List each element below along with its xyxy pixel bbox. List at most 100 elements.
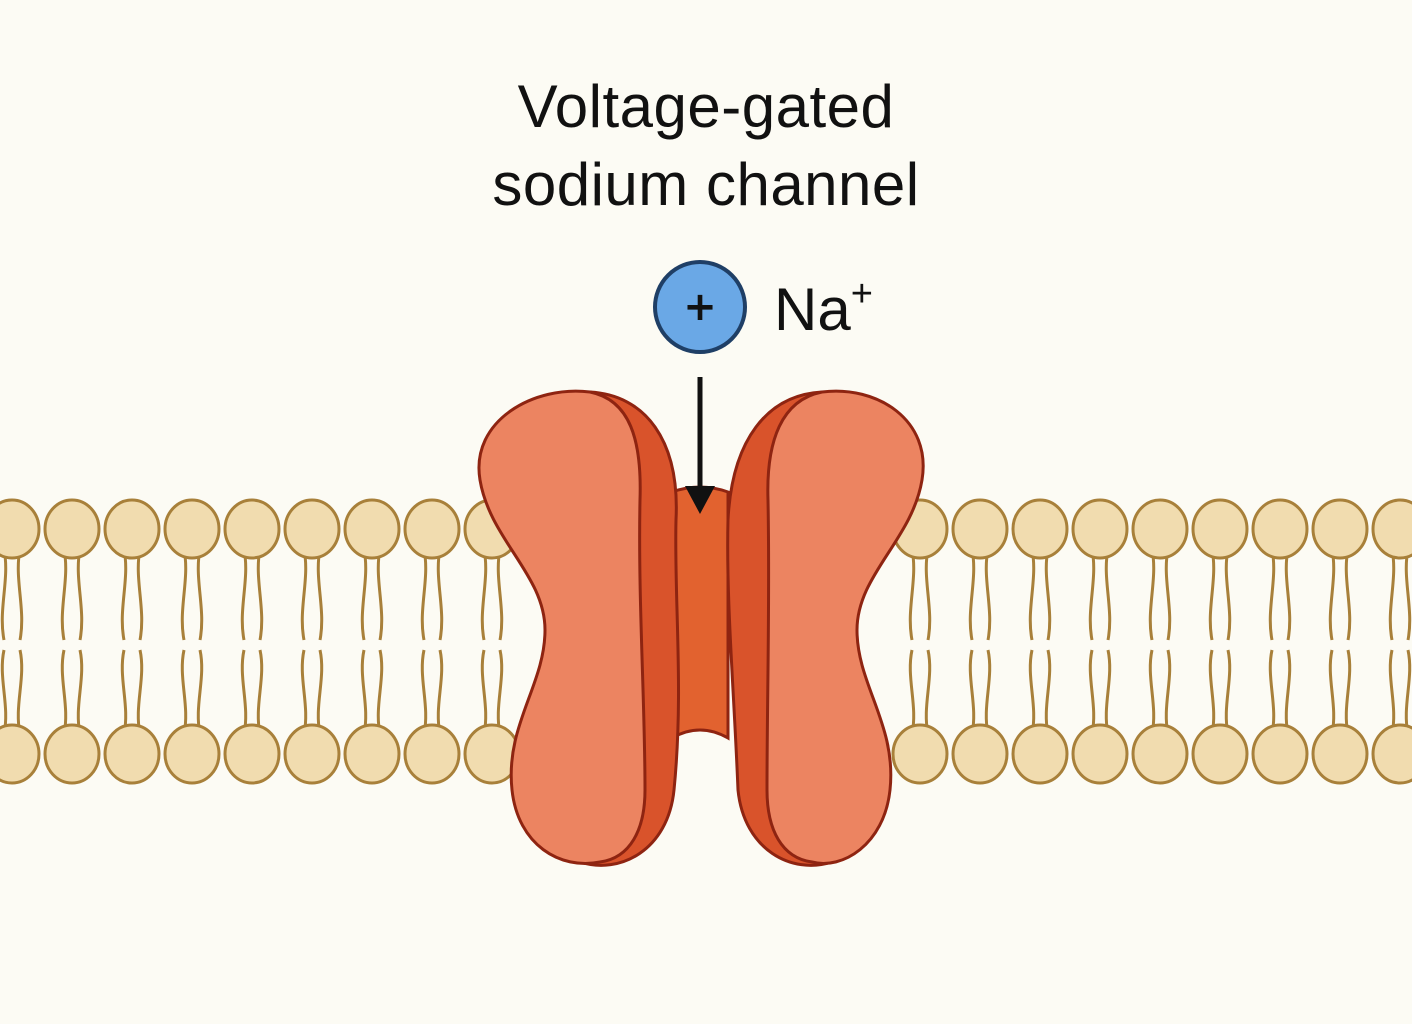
ion-charge-symbol: +: [683, 284, 717, 330]
lipid-tail: [1284, 649, 1292, 735]
lipid-tail: [256, 548, 264, 641]
lipid-heads-outer-leaflet: [0, 498, 1412, 560]
lipid-tail: [1404, 649, 1412, 735]
lipid-tail: [240, 548, 248, 641]
lipid-head: [1371, 498, 1412, 560]
lipid-head: [163, 723, 221, 785]
lipid-tail: [1028, 649, 1036, 735]
lipid-tail: [76, 548, 84, 641]
lipid-tail: [120, 548, 128, 641]
lipid-tail: [984, 548, 992, 641]
channel-left-subunit: [477, 389, 647, 865]
lipid-head: [223, 723, 281, 785]
lipid-head: [1071, 498, 1129, 560]
lipid-tail: [0, 548, 8, 641]
title-line-2: sodium channel: [492, 151, 920, 218]
lipid-tail: [360, 548, 368, 641]
lipid-head: [0, 723, 41, 785]
lipid-tail: [60, 548, 68, 641]
lipid-tail: [1148, 548, 1156, 641]
lipid-head: [43, 723, 101, 785]
lipid-head: [951, 498, 1009, 560]
lipid-tail: [1088, 649, 1096, 735]
lipid-tail: [60, 649, 68, 735]
lipid-tail: [76, 649, 84, 735]
lipid-tail: [316, 548, 324, 641]
lipid-tail: [984, 649, 992, 735]
lipid-tail: [1208, 548, 1216, 641]
lipid-tail: [1164, 548, 1172, 641]
ion-charge: +: [851, 273, 873, 315]
lipid-tail: [316, 649, 324, 735]
lipid-tail: [360, 649, 368, 735]
lipid-head: [283, 498, 341, 560]
lipid-tail: [420, 649, 428, 735]
lipid-tail: [1104, 649, 1112, 735]
lipid-head: [1371, 723, 1412, 785]
lipid-head: [103, 498, 161, 560]
ion-flow-arrow: [685, 377, 715, 514]
lipid-head: [1251, 498, 1309, 560]
lipid-head: [0, 498, 41, 560]
lipid-bilayer: [0, 498, 1412, 785]
lipid-head: [1191, 498, 1249, 560]
lipid-tail: [120, 649, 128, 735]
lipid-head: [343, 498, 401, 560]
lipid-head: [223, 498, 281, 560]
title-line-1: Voltage-gated: [517, 73, 895, 140]
lipid-tail: [496, 649, 504, 735]
lipid-tail: [436, 649, 444, 735]
lipid-head: [103, 723, 161, 785]
channel-right-subunit: [765, 389, 925, 865]
lipid-tail: [376, 649, 384, 735]
lipid-tail: [496, 548, 504, 641]
lipid-tail: [300, 649, 308, 735]
lipid-tail: [1284, 548, 1292, 641]
lipid-tail: [16, 548, 24, 641]
lipid-tail: [1088, 548, 1096, 641]
lipid-head: [1191, 723, 1249, 785]
lipid-head: [1131, 498, 1189, 560]
lipid-head: [1251, 723, 1309, 785]
lipid-tail: [1208, 649, 1216, 735]
lipid-tail: [1344, 649, 1352, 735]
lipid-tail: [180, 548, 188, 641]
lipid-head: [1311, 498, 1369, 560]
lipid-head: [283, 723, 341, 785]
lipid-tail: [16, 649, 24, 735]
sodium-ion-circle: [653, 260, 747, 354]
lipid-tail: [196, 548, 204, 641]
diagram-title: Voltage-gated sodium channel: [0, 68, 1412, 224]
lipid-tail: [968, 548, 976, 641]
lipid-tail: [1044, 649, 1052, 735]
lipid-head: [891, 723, 949, 785]
channel-pore: [670, 485, 730, 741]
lipid-tail: [1224, 548, 1232, 641]
lipid-tail: [196, 649, 204, 735]
lipid-tail: [480, 649, 488, 735]
lipid-tail: [1344, 548, 1352, 641]
lipid-tail: [924, 649, 932, 735]
lipid-tail: [136, 649, 144, 735]
lipid-tail: [1028, 548, 1036, 641]
lipid-tail: [480, 548, 488, 641]
lipid-tail: [0, 649, 8, 735]
lipid-tail: [300, 548, 308, 641]
lipid-tail: [1164, 649, 1172, 735]
lipid-tail: [1268, 649, 1276, 735]
lipid-heads-inner-leaflet: [0, 723, 1412, 785]
lipid-tail: [908, 548, 916, 641]
sodium-channel-protein: [477, 389, 925, 867]
lipid-tail: [1388, 548, 1396, 641]
lipid-tail: [1148, 649, 1156, 735]
lipid-head: [43, 498, 101, 560]
lipid-tail: [1404, 548, 1412, 641]
lipid-head: [1011, 723, 1069, 785]
lipid-tail: [1388, 649, 1396, 735]
lipid-tail: [1328, 548, 1336, 641]
lipid-tail: [256, 649, 264, 735]
ion-label: Na+: [774, 273, 873, 343]
lipid-tail: [136, 548, 144, 641]
lipid-tail: [968, 649, 976, 735]
